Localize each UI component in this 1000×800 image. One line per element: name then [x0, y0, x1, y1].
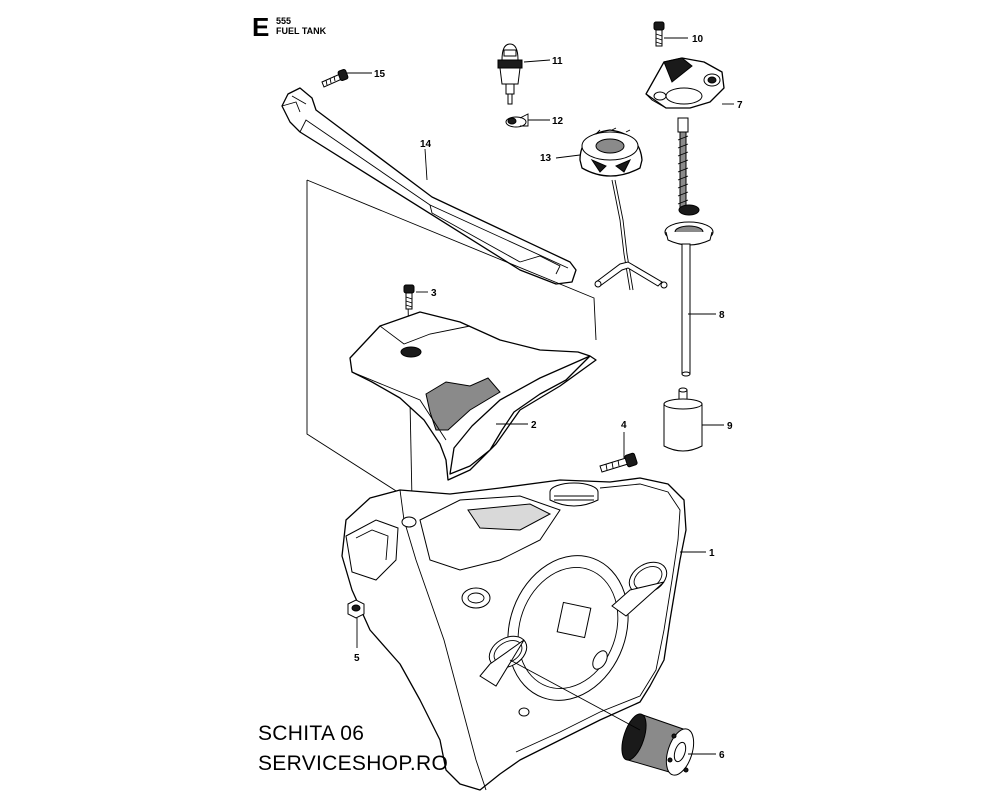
part-10-screw [653, 21, 665, 47]
part-13-fuel-cap [579, 127, 668, 291]
part-5-nut [347, 599, 365, 619]
callout-2: 2 [531, 420, 537, 431]
callout-labels: 15 11 12 13 14 3 2 4 1 5 6 10 7 8 9 [354, 34, 743, 761]
diagram-title: FUEL TANK [276, 26, 327, 36]
callout-15: 15 [374, 69, 386, 80]
part-15-screw [321, 68, 349, 88]
part-12-clamp [505, 113, 529, 128]
callout-6: 6 [719, 750, 725, 761]
model-number: 555 [276, 16, 292, 26]
callout-9: 9 [727, 421, 733, 432]
callout-5: 5 [354, 653, 360, 664]
part-6-bushing [621, 713, 695, 776]
callout-4: 4 [621, 420, 627, 431]
leader-lines [347, 37, 734, 755]
callout-10: 10 [692, 34, 704, 45]
callout-7: 7 [737, 100, 743, 111]
callout-3: 3 [431, 288, 437, 299]
part-14-tube [281, 87, 577, 285]
part-4-screw [599, 452, 638, 473]
part-3-screw [403, 284, 415, 310]
callout-13: 13 [540, 153, 552, 164]
part-7-bracket [645, 57, 725, 109]
part-11-primer [497, 43, 523, 105]
callout-1: 1 [709, 548, 715, 559]
part-9-filter [663, 387, 703, 452]
section-letter: E [252, 12, 270, 42]
footer-site-label: SERVICESHOP.RO [258, 752, 449, 775]
callout-12: 12 [552, 116, 564, 127]
part-1-fuel-tank [341, 477, 687, 791]
footer-sheet-label: SCHITA 06 [258, 722, 365, 745]
part-8-rod [664, 117, 714, 377]
part-2-cover [349, 311, 597, 481]
callout-11: 11 [552, 56, 563, 67]
callout-14: 14 [420, 139, 432, 150]
callout-8: 8 [719, 310, 725, 321]
